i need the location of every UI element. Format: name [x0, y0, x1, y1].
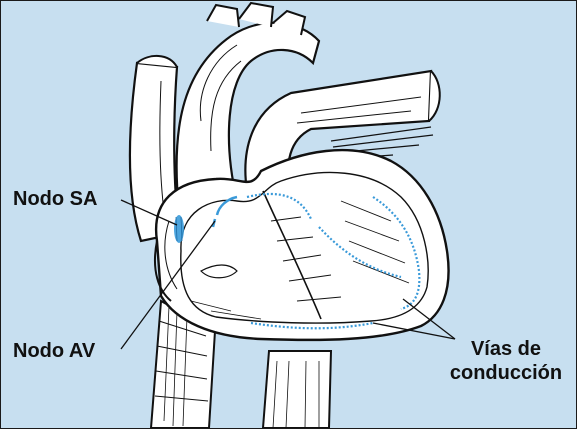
conduction-pathways-label: Vías de conducción: [441, 337, 571, 385]
sa-node-label: Nodo SA: [13, 187, 97, 211]
sa-node-marker: [174, 215, 184, 243]
descending-aorta: [263, 351, 331, 428]
conduction-pathways-label-line2: conducción: [441, 361, 571, 385]
conduction-pathways-label-line1: Vías de: [441, 337, 571, 361]
av-node-label: Nodo AV: [13, 339, 95, 363]
